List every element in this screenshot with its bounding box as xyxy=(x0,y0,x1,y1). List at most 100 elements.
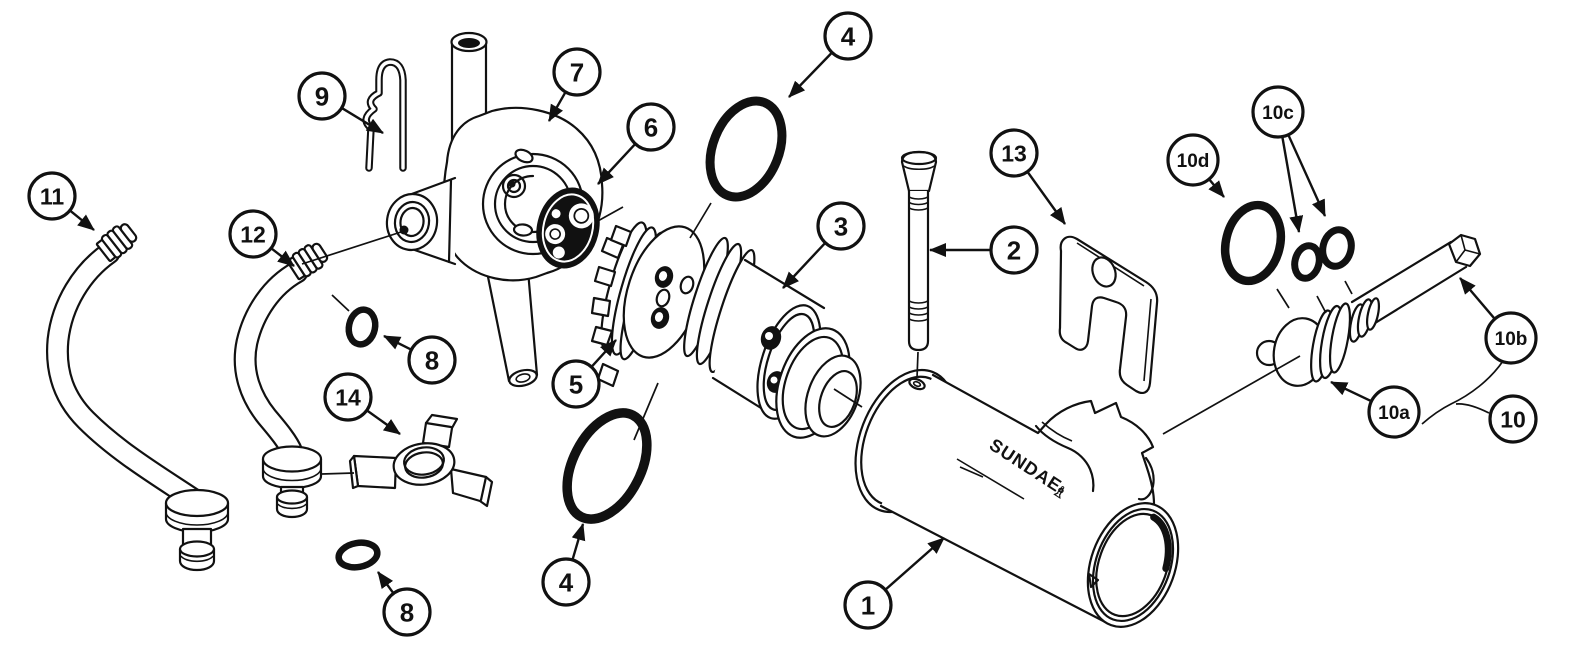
callout-8: 8 xyxy=(377,571,432,637)
callout-layer: 11 12 9 7 6 4 8 14 8 5 4 3 2 13 1 10d 10c 10b 10a 10 xyxy=(27,11,1538,637)
callout-label: 13 xyxy=(1001,140,1027,166)
callout-2: 2 xyxy=(929,225,1039,275)
callout-circle xyxy=(382,587,432,637)
callout-10: 10 xyxy=(1488,394,1538,444)
callout-arrow xyxy=(1208,179,1225,198)
callout-arrow xyxy=(782,242,826,289)
callout-circle xyxy=(989,128,1039,178)
part-11-pipe xyxy=(45,223,230,572)
callout-8: 8 xyxy=(383,334,457,385)
callout-9: 9 xyxy=(297,71,384,135)
part-3-cartridge-body xyxy=(683,236,862,439)
sleeve-inner-shadow xyxy=(1150,513,1172,572)
callout-circle xyxy=(228,209,278,259)
pipe-11-threaded-end xyxy=(95,223,138,263)
sleeve-pin-hole xyxy=(908,377,926,391)
callout-label: 11 xyxy=(40,183,65,209)
callout-label: 4 xyxy=(559,567,574,597)
callout-5: 5 xyxy=(551,339,617,409)
callout-circle xyxy=(407,335,457,385)
callout-arrow xyxy=(547,92,567,122)
callout-arrow xyxy=(591,339,617,368)
part-12-pipe xyxy=(233,242,329,519)
callout-14: 14 xyxy=(323,372,401,435)
pipe-11-bottom-connector xyxy=(164,488,230,572)
callout-arrow xyxy=(1287,135,1327,217)
callout-circle xyxy=(323,372,373,422)
callout-12: 12 xyxy=(228,209,295,267)
callout-label: 7 xyxy=(570,57,584,87)
callout-label: 3 xyxy=(834,211,848,241)
part-10b-stem xyxy=(1348,233,1482,343)
callout-label: 10d xyxy=(1177,151,1210,172)
callout-label: 4 xyxy=(841,21,856,51)
callout-1: 1 xyxy=(843,537,945,630)
callout-label: 8 xyxy=(425,345,439,375)
callout-arrow xyxy=(377,571,394,594)
callout-10a: 10a xyxy=(1330,380,1421,439)
callout-arrow xyxy=(69,210,95,231)
callout-circle xyxy=(989,225,1039,275)
callout-7: 7 xyxy=(547,47,602,122)
part-1-outer-sleeve: SUNDAE ♗ xyxy=(854,368,1180,628)
pipe-12-bottom-connector xyxy=(261,445,323,519)
callout-label: 2 xyxy=(1007,235,1021,265)
callout-arrow xyxy=(1459,277,1496,319)
part-4-oring-top xyxy=(705,96,787,202)
callout-arrow xyxy=(788,52,833,98)
callout-arrow xyxy=(1027,171,1066,225)
callout-circle xyxy=(552,47,602,97)
callout-arrow xyxy=(885,537,945,591)
callout-circle xyxy=(1251,85,1305,139)
callout-6: 6 xyxy=(597,102,676,185)
part-5-cartridge-rear xyxy=(590,221,706,388)
callout-4: 4 xyxy=(788,11,873,98)
callout-circle xyxy=(1488,394,1538,444)
callout-label: 10b xyxy=(1495,329,1528,350)
callout-circle xyxy=(823,11,873,61)
part-8-oring-upper xyxy=(345,306,379,348)
callout-circle xyxy=(626,102,676,152)
part-4-oring-bottom xyxy=(562,408,652,524)
callout-13: 13 xyxy=(989,128,1066,225)
part-8-oring-lower xyxy=(335,539,381,571)
callout-arrow xyxy=(571,523,586,560)
callout-11: 11 xyxy=(27,171,95,231)
callout-arrow xyxy=(597,143,636,185)
callout-label: 9 xyxy=(315,81,329,111)
callout-3: 3 xyxy=(782,201,866,289)
callout-circle xyxy=(297,71,347,121)
part-14-spider-retainer xyxy=(348,413,494,508)
callout-circle xyxy=(1166,133,1220,187)
callout-circle xyxy=(1484,311,1538,365)
callout-label: 1 xyxy=(861,590,875,620)
part-6-seal-disc xyxy=(536,187,600,269)
callout-10d: 10d xyxy=(1166,133,1225,198)
callout-circle xyxy=(1367,385,1421,439)
callout-label: 5 xyxy=(569,369,583,399)
callout-4: 4 xyxy=(541,523,591,607)
callout-circle xyxy=(551,359,601,409)
callout-label: 6 xyxy=(644,112,658,142)
callout-10c: 10c xyxy=(1251,85,1327,233)
callout-circle xyxy=(541,557,591,607)
leader-lines xyxy=(301,202,1504,475)
callout-circle xyxy=(843,580,893,630)
part-10c-orings xyxy=(1291,226,1355,282)
callout-10b: 10b xyxy=(1459,277,1538,365)
callout-circle xyxy=(816,201,866,251)
part-10a-piston xyxy=(1255,302,1352,387)
callout-arrow xyxy=(1281,137,1304,233)
part-13-bracket xyxy=(1058,235,1159,394)
callout-label: 10 xyxy=(1500,406,1526,432)
callout-circle xyxy=(27,171,77,221)
callout-label: 14 xyxy=(335,384,361,410)
part-10d-oring xyxy=(1220,200,1286,286)
callout-label: 10c xyxy=(1262,103,1294,124)
callout-label: 12 xyxy=(240,221,266,247)
part-9-hairpin-clip xyxy=(362,58,407,172)
callout-label: 10a xyxy=(1378,403,1410,424)
callout-arrow xyxy=(341,107,384,135)
